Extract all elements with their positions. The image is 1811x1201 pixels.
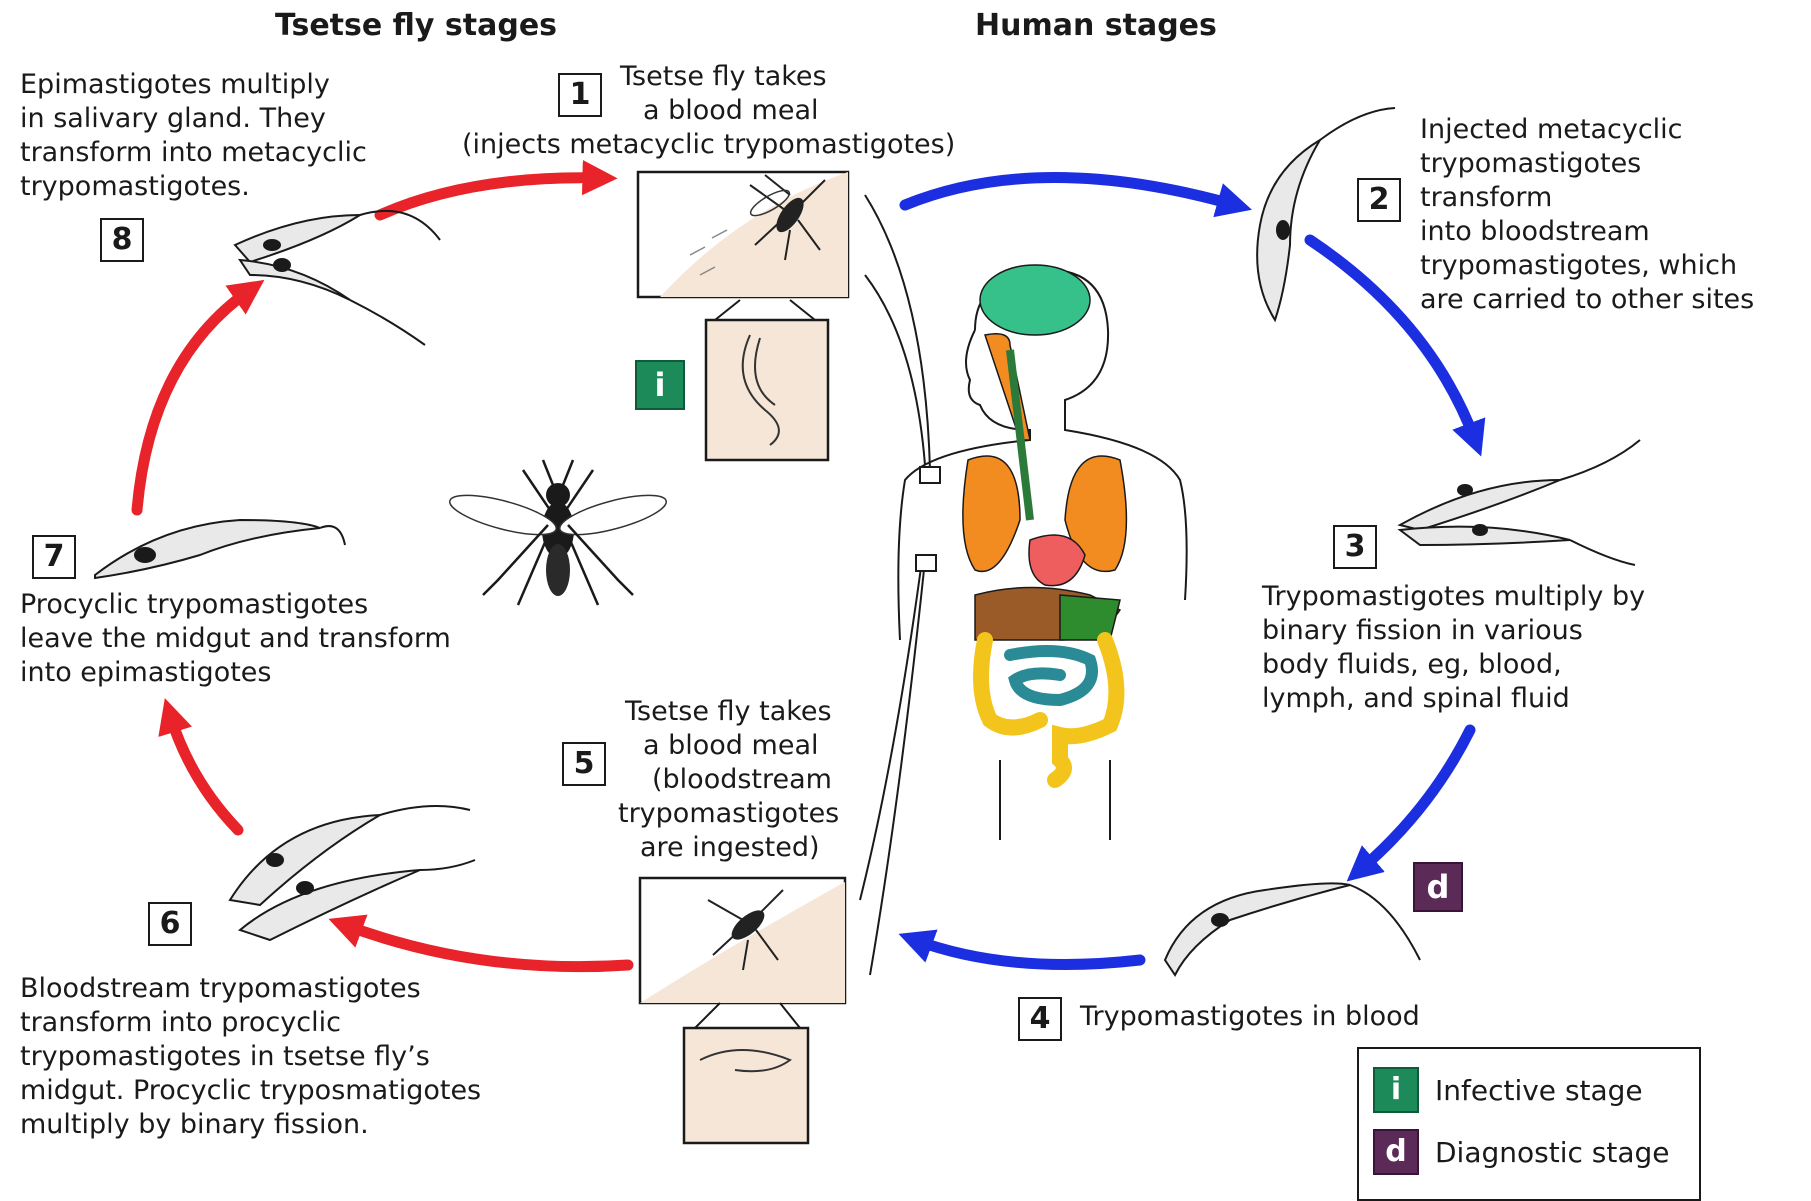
step-3-line-4: lymph, and spinal fluid	[1262, 682, 1570, 716]
step-1-number: 1	[558, 73, 602, 117]
step-2-line-5: trypomastigotes, which	[1420, 249, 1737, 283]
arrow-1-to-2	[905, 178, 1235, 206]
diagnostic-stage-marker: d	[1413, 862, 1463, 912]
step-1-line-1: Tsetse fly takes	[620, 60, 827, 94]
step-5-number: 5	[562, 742, 606, 786]
parasite-8-icon	[235, 211, 440, 345]
legend-row-diagnostic: d Diagnostic stage	[1373, 1129, 1670, 1175]
step-7-number: 7	[32, 535, 76, 579]
arrow-7-to-8	[137, 290, 250, 510]
infective-stage-marker: i	[635, 360, 685, 410]
step-8-number: 8	[100, 218, 144, 262]
step-2-line-3: transform	[1420, 181, 1552, 215]
step-6-line-2: transform into procyclic	[20, 1006, 341, 1040]
arrow-6-to-7	[170, 715, 238, 830]
brain-icon	[980, 265, 1090, 335]
step-6-number: 6	[148, 902, 192, 946]
parasite-7-icon	[95, 520, 345, 578]
step-4-number: 4	[1018, 997, 1062, 1041]
heart-icon	[1029, 535, 1085, 586]
step-8-line-4: trypomastigotes.	[20, 170, 250, 204]
parasite-4-icon	[1165, 883, 1420, 975]
step-5-line-2: a blood meal	[643, 729, 819, 763]
arrow-3-to-4	[1360, 730, 1470, 870]
step-7-line-2: leave the midgut and transform	[20, 622, 451, 656]
leader-lines	[860, 195, 940, 975]
intestine-icon	[1010, 651, 1092, 700]
step-6-line-1: Bloodstream trypomastigotes	[20, 972, 421, 1006]
step-2-line-1: Injected metacyclic	[1420, 113, 1683, 147]
arrow-4-to-5	[915, 940, 1140, 965]
legend-diagnostic-label: Diagnostic stage	[1435, 1136, 1670, 1169]
step-3-line-2: binary fission in various	[1262, 614, 1583, 648]
step-6-line-5: multiply by binary fission.	[20, 1108, 369, 1142]
legend-infective-swatch: i	[1373, 1067, 1419, 1113]
left-lung-icon	[963, 456, 1020, 571]
step-5-line-4: trypomastigotes	[618, 797, 839, 831]
step-1-line-2: a blood meal	[643, 94, 819, 128]
legend-diagnostic-swatch: d	[1373, 1129, 1419, 1175]
tsetse-stages-header: Tsetse fly stages	[275, 8, 557, 43]
step-8-line-1: Epimastigotes multiply	[20, 68, 330, 102]
step-3-line-1: Trypomastigotes multiply by	[1262, 580, 1645, 614]
arrow-5-to-6	[345, 925, 628, 967]
step-2-line-4: into bloodstream	[1420, 215, 1650, 249]
step-3-line-3: body fluids, eg, blood,	[1262, 648, 1562, 682]
step-1-line-3: (injects metacyclic trypomastigotes)	[462, 128, 955, 162]
step-2-line-2: trypomastigotes	[1420, 147, 1641, 181]
human-stages-header: Human stages	[975, 8, 1217, 43]
step-6-line-4: midgut. Procyclic tryposmatigotes	[20, 1074, 481, 1108]
step-5-line-1: Tsetse fly takes	[625, 695, 832, 729]
step-5-line-5: are ingested)	[640, 831, 820, 865]
step-5-line-3: (bloodstream	[652, 763, 832, 797]
legend-infective-label: Infective stage	[1435, 1074, 1643, 1107]
tsetse-fly-icon	[446, 460, 669, 605]
bite-inset-bottom	[640, 878, 845, 1143]
parasite-3-icon	[1400, 440, 1640, 565]
parasite-6-icon	[230, 806, 475, 940]
legend-row-infective: i Infective stage	[1373, 1067, 1643, 1113]
step-8-line-2: in salivary gland. They	[20, 102, 326, 136]
arrow-8-to-1	[380, 178, 600, 215]
step-7-line-3: into epimastigotes	[20, 656, 271, 690]
step-6-line-3: trypomastigotes in tsetse fly’s	[20, 1040, 430, 1074]
bite-inset-top	[638, 172, 848, 460]
step-3-number: 3	[1333, 525, 1377, 569]
step-4-line-1: Trypomastigotes in blood	[1080, 1000, 1420, 1034]
step-8-line-3: transform into metacyclic	[20, 136, 367, 170]
human-body-illustration	[898, 265, 1186, 840]
step-2-number: 2	[1357, 178, 1401, 222]
step-2-line-6: are carried to other sites	[1420, 283, 1754, 317]
step-7-line-1: Procyclic trypomastigotes	[20, 588, 368, 622]
legend: i Infective stage d Diagnostic stage	[1357, 1047, 1701, 1201]
